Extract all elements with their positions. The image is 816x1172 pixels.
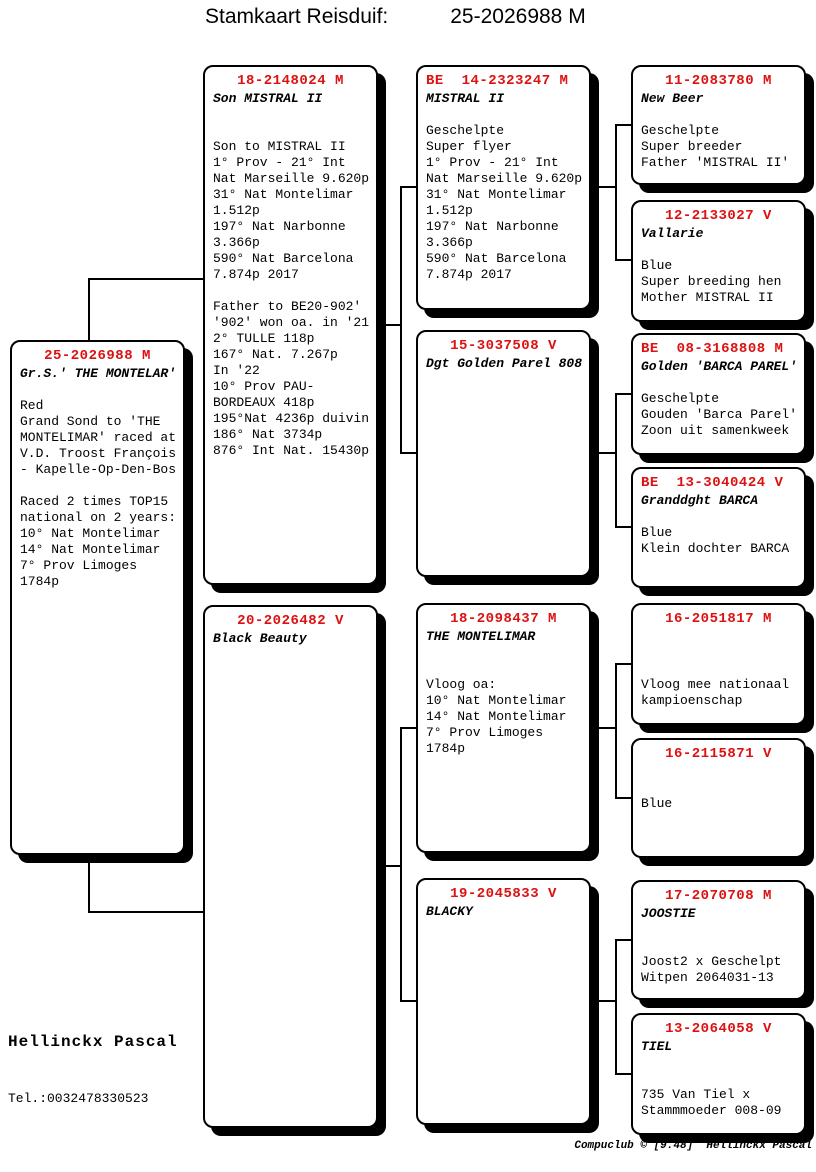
ring-number: BE 14-2323247 M xyxy=(426,73,569,89)
pigeon-notes: 735 Van Tiel x Stammmoeder 008-09 xyxy=(641,1087,782,1118)
connector-line xyxy=(88,278,203,280)
connector-line xyxy=(615,939,617,1075)
ring-number: 17-2070708 M xyxy=(665,888,772,904)
connector-line xyxy=(88,911,203,913)
pigeon-notes: Geschelpte Super breeder Father 'MISTRAL… xyxy=(641,123,790,170)
connector-line xyxy=(593,452,615,454)
pigeon-name: TIEL xyxy=(641,1039,673,1054)
connector-line xyxy=(593,727,615,729)
pigeon-name: Dgt Golden Parel 808 xyxy=(426,356,583,371)
pigeon-name: Black Beauty xyxy=(213,631,307,646)
pigeon-notes: Vloog mee nationaal kampioenschap xyxy=(641,677,790,708)
connector-line xyxy=(615,797,631,799)
pigeon-notes: Joost2 x Geschelpt Witpen 2064031-13 xyxy=(641,954,782,985)
connector-line xyxy=(400,1000,416,1002)
connector-line xyxy=(380,324,400,326)
pigeon-name: THE MONTELIMAR xyxy=(426,629,536,644)
great-grandparent-box-1: 11-2083780 M New Beer Geschelpte Super b… xyxy=(631,65,806,185)
ring-number: 15-3037508 V xyxy=(450,338,557,354)
ring-number: 19-2045833 V xyxy=(450,886,557,902)
subject-box: 25-2026988 M Gr.S.' THE MONTELAR' Red Gr… xyxy=(10,340,185,855)
pigeon-notes: Blue xyxy=(641,796,673,811)
ring-number: BE 08-3168808 M xyxy=(641,341,784,357)
ring-number: 18-2098437 M xyxy=(450,611,557,627)
connector-line xyxy=(400,727,416,729)
connector-line xyxy=(400,186,416,188)
pigeon-name: BLACKY xyxy=(426,904,473,919)
connector-line xyxy=(400,186,402,454)
connector-line xyxy=(380,865,400,867)
great-grandparent-box-7: 17-2070708 M JOOSTIE Joost2 x Geschelpt … xyxy=(631,880,806,1000)
great-grandparent-box-4: BE 13-3040424 V Granddght BARCA Blue Kle… xyxy=(631,467,806,588)
title-label: Stamkaart Reisduif: xyxy=(205,5,389,28)
dam-box: 20-2026482 V Black Beauty xyxy=(203,605,378,1128)
connector-line xyxy=(615,124,617,261)
title-ring-number: 25-2026988 M xyxy=(450,5,586,28)
connector-line xyxy=(400,452,416,454)
software-credit: Compuclub © [9.48] Hellinckx Pascal xyxy=(574,1140,812,1152)
pigeon-name: Granddght BARCA xyxy=(641,493,759,508)
pigeon-notes: Red Grand Sond to 'THE MONTELIMAR' raced… xyxy=(20,398,177,589)
pigeon-name: Vallarie xyxy=(641,226,704,241)
pigeon-name: Son MISTRAL II xyxy=(213,91,323,106)
connector-line xyxy=(593,1000,615,1002)
connector-line xyxy=(615,259,631,261)
connector-line xyxy=(615,663,617,799)
dam-grandsire-box: 18-2098437 M THE MONTELIMAR Vloog oa: 10… xyxy=(416,603,591,853)
dam-granddam-box: 19-2045833 V BLACKY xyxy=(416,878,591,1125)
pigeon-notes: Son to MISTRAL II 1° Prov - 21° Int Nat … xyxy=(213,139,370,458)
pigeon-name: JOOSTIE xyxy=(641,906,696,921)
ring-number: 11-2083780 M xyxy=(665,73,772,89)
connector-line xyxy=(593,186,615,188)
ring-number: 16-2051817 M xyxy=(665,611,772,627)
pigeon-name: MISTRAL II xyxy=(426,91,505,106)
connector-line xyxy=(88,278,90,340)
pigeon-name: New Beer xyxy=(641,91,704,106)
pigeon-name xyxy=(641,629,796,645)
ring-number: BE 13-3040424 V xyxy=(641,475,784,491)
sire-grandsire-box: BE 14-2323247 M MISTRAL II Geschelpte Su… xyxy=(416,65,591,310)
great-grandparent-box-6: 16-2115871 V Blue xyxy=(631,738,806,858)
pigeon-name xyxy=(641,764,796,780)
pigeon-name: Golden 'BARCA PAREL' xyxy=(641,359,798,374)
pigeon-notes: Blue Super breeding hen Mother MISTRAL I… xyxy=(641,258,782,305)
pigeon-notes: Geschelpte Super flyer 1° Prov - 21° Int… xyxy=(426,123,583,282)
sire-granddam-box: 15-3037508 V Dgt Golden Parel 808 xyxy=(416,330,591,577)
ring-number: 16-2115871 V xyxy=(665,746,772,762)
great-grandparent-box-3: BE 08-3168808 M Golden 'BARCA PAREL' Ges… xyxy=(631,333,806,455)
great-grandparent-box-8: 13-2064058 V TIEL 735 Van Tiel x Stammmo… xyxy=(631,1013,806,1135)
sire-box: 18-2148024 M Son MISTRAL II Son to MISTR… xyxy=(203,65,378,585)
ring-number: 25-2026988 M xyxy=(44,348,151,364)
ring-number: 13-2064058 V xyxy=(665,1021,772,1037)
ring-number: 18-2148024 M xyxy=(237,73,344,89)
owner-name: Hellinckx Pascal xyxy=(8,1033,178,1051)
connector-line xyxy=(615,663,631,665)
page-title: Stamkaart Reisduif: 25-2026988 M xyxy=(205,5,586,29)
connector-line xyxy=(400,727,402,1002)
great-grandparent-box-2: 12-2133027 V Vallarie Blue Super breedin… xyxy=(631,200,806,322)
connector-line xyxy=(615,939,631,941)
pigeon-notes: Blue Klein dochter BARCA xyxy=(641,525,790,556)
pigeon-notes: Vloog oa: 10° Nat Montelimar 14° Nat Mon… xyxy=(426,677,567,756)
great-grandparent-box-5: 16-2051817 M Vloog mee nationaal kampioe… xyxy=(631,603,806,725)
connector-line xyxy=(615,526,631,528)
connector-line xyxy=(615,124,631,126)
pigeon-notes: Geschelpte Gouden 'Barca Parel' Zoon uit… xyxy=(641,391,798,438)
ring-number: 20-2026482 V xyxy=(237,613,344,629)
pigeon-name: Gr.S.' THE MONTELAR' xyxy=(20,366,177,381)
connector-line xyxy=(615,393,617,528)
connector-line xyxy=(615,1073,631,1075)
owner-phone: Tel.:0032478330523 xyxy=(8,1091,149,1106)
ring-number: 12-2133027 V xyxy=(665,208,772,224)
connector-line xyxy=(615,393,631,395)
connector-line xyxy=(88,855,90,913)
